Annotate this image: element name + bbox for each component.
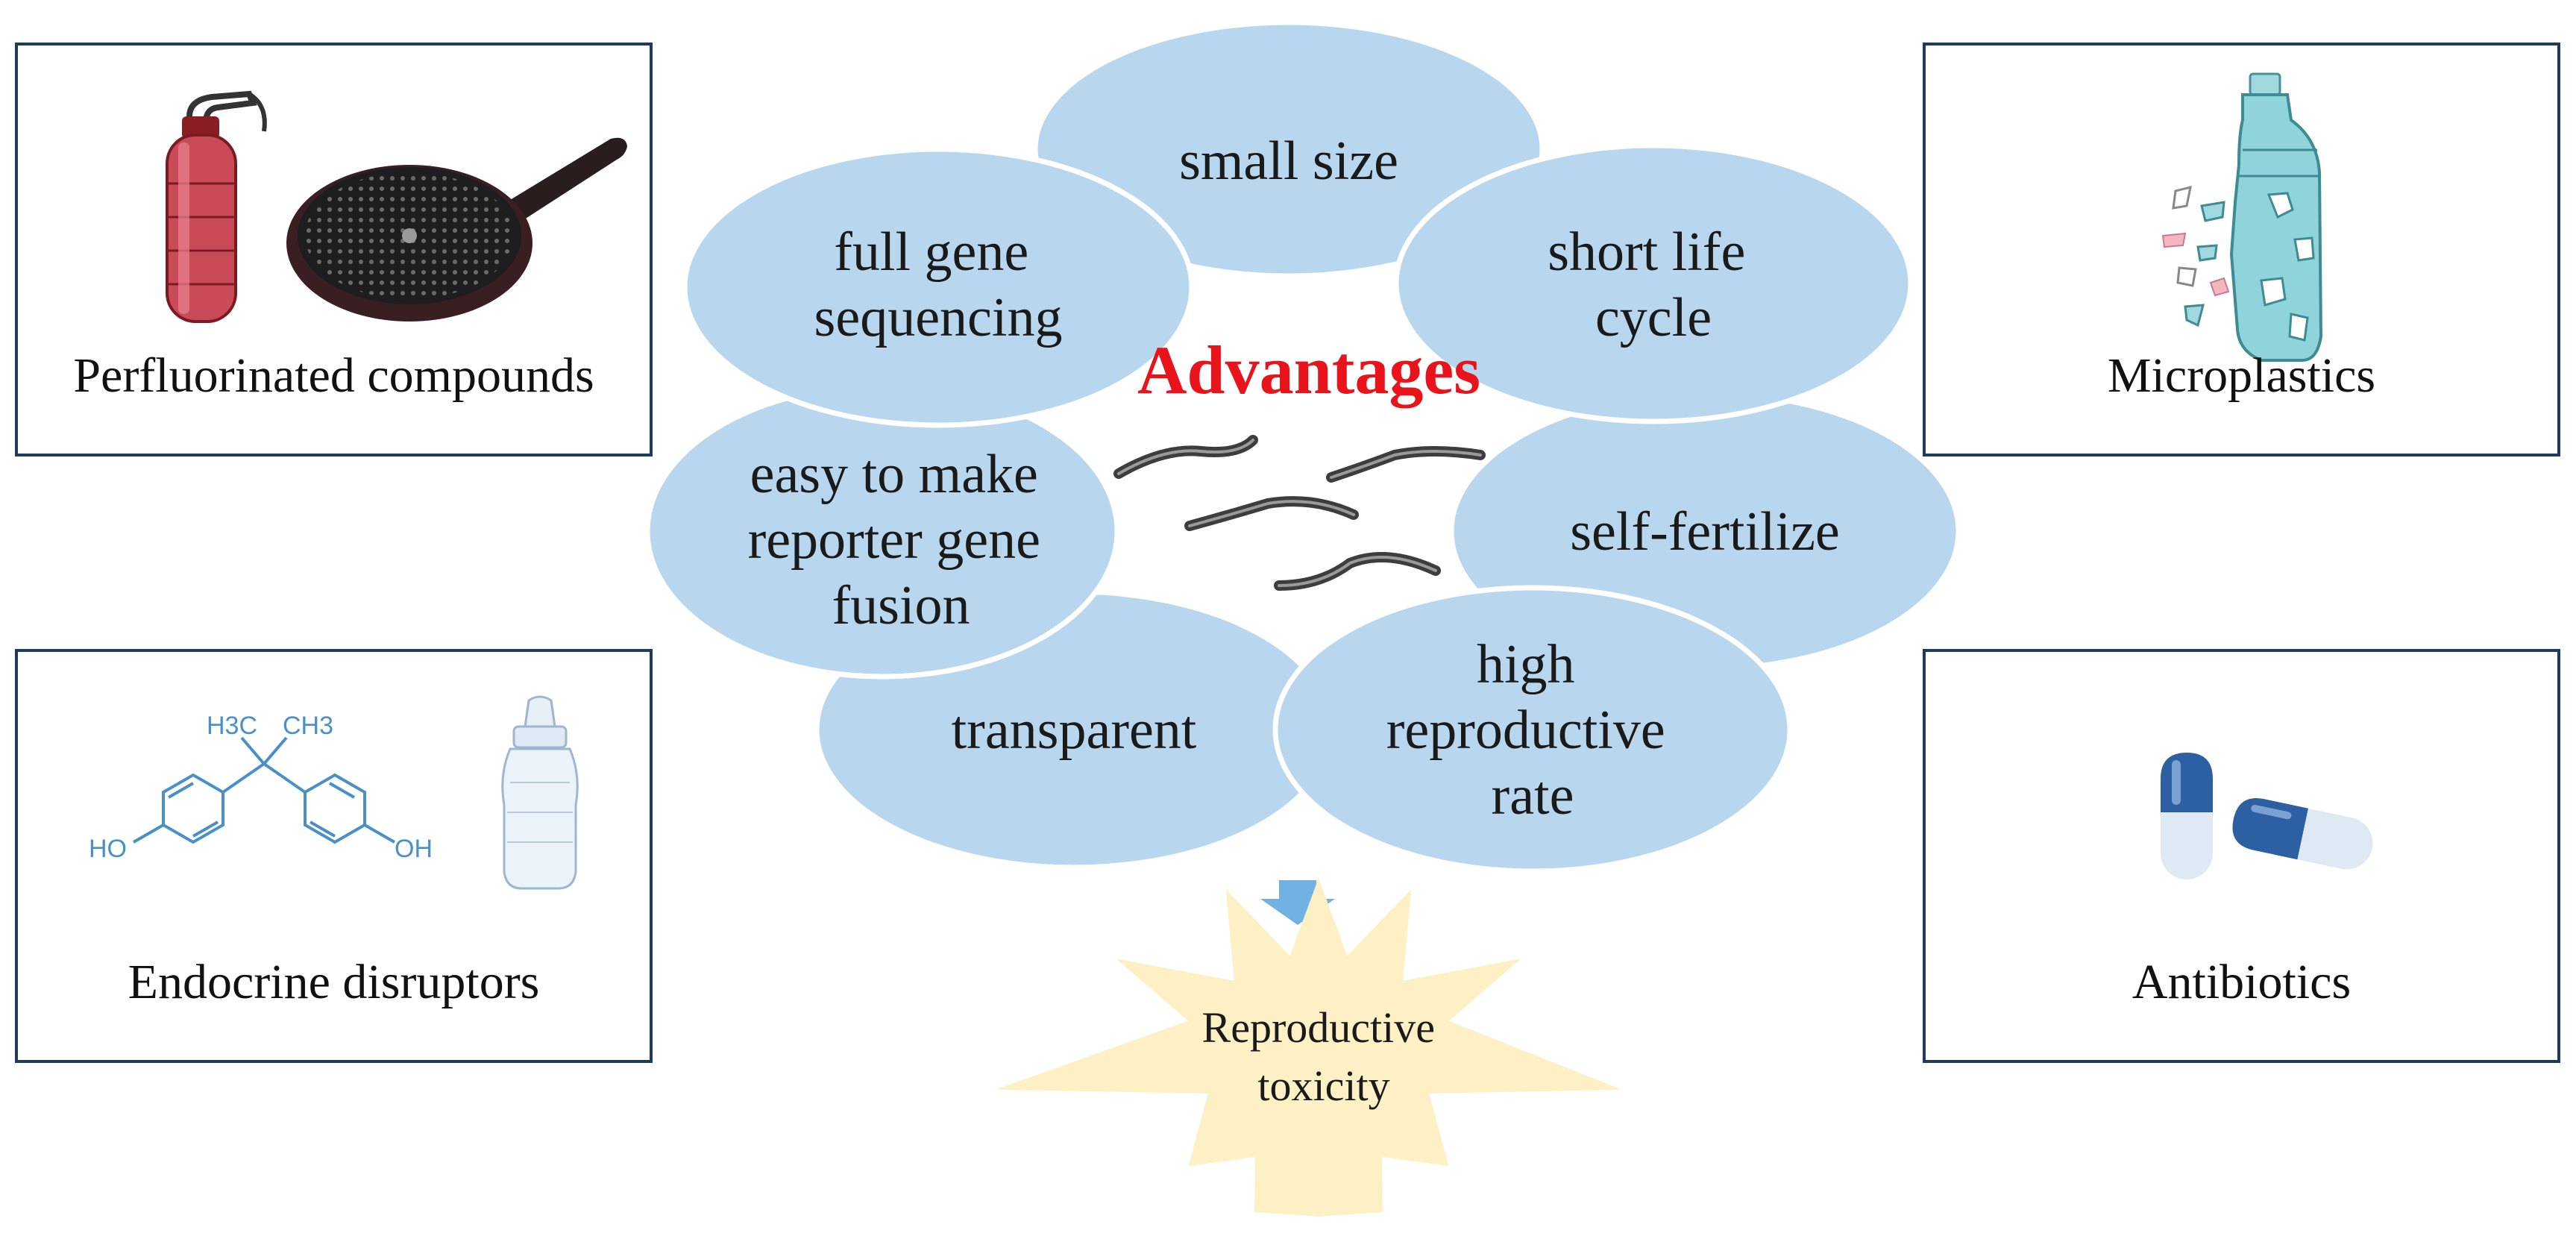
- svg-text:short life cycle: short life cycle: [1548, 222, 1759, 348]
- petal-small-size-line1: small size: [1179, 131, 1398, 192]
- frying-pan-icon: [286, 137, 627, 321]
- petal-short-life-cycle-line2: cycle: [1595, 287, 1712, 348]
- plastic-bottle-fragments-icon: [2161, 72, 2323, 362]
- petal-transparent-line1: transparent: [952, 700, 1197, 761]
- petal-easy-reporter-line1: easy to make: [750, 444, 1038, 505]
- worms-icon: [1113, 435, 1486, 591]
- microplastics-box: Microplastics: [1923, 43, 2560, 457]
- svg-text:small size: small size: [1179, 131, 1398, 192]
- antibiotics-label: Antibiotics: [2132, 955, 2352, 1009]
- microplastics-label: Microplastics: [2107, 348, 2376, 403]
- starburst-shape: [999, 878, 1619, 1217]
- bisphenol-a-structure-icon: H3C CH3 HO OH: [89, 712, 433, 863]
- petal-high-reproductive-rate-line3: rate: [1492, 765, 1574, 826]
- petal-short-life-cycle-line1: short life: [1548, 222, 1745, 283]
- svg-text:transparent: transparent: [952, 700, 1197, 761]
- reproductive-toxicity-line1: Reproductive: [1202, 1003, 1435, 1052]
- reproductive-toxicity-line2: toxicity: [1257, 1061, 1389, 1110]
- svg-text:self-fertilize: self-fertilize: [1570, 501, 1840, 562]
- perfluorinated-compounds-box: Perfluorinated compounds: [15, 43, 653, 457]
- antibiotics-box: Antibiotics: [1923, 649, 2560, 1063]
- advantages-title: Advantages: [1137, 332, 1480, 408]
- svg-text:high reproductive: high reproductive rate: [1386, 634, 1679, 826]
- petal-easy-reporter-line3: fusion: [832, 575, 970, 636]
- petal-high-reproductive-rate: high reproductive rate: [1272, 585, 1793, 874]
- petal-high-reproductive-rate-line2: reproductive: [1386, 700, 1665, 761]
- petal-self-fertilize-line1: self-fertilize: [1570, 501, 1840, 562]
- perfluorinated-compounds-label: Perfluorinated compounds: [73, 348, 594, 403]
- petal-easy-reporter: easy to make reporter gene fusion: [644, 383, 1120, 680]
- svg-text:full gene sequencing: full gene sequencing: [814, 222, 1063, 348]
- endocrine-disruptors-box: H3C CH3 HO OH Endocrine disruptors: [15, 649, 653, 1063]
- svg-text:easy to make reporter ge: easy to make reporter gene fusion: [748, 444, 1055, 636]
- petal-small-size: small size: [1032, 19, 1545, 279]
- hydroxyl-left-label: HO: [89, 835, 127, 863]
- petal-full-gene-sequencing-line1: full gene: [834, 222, 1028, 283]
- hydroxyl-right-label: OH: [395, 835, 433, 863]
- capsule-pills-icon: [2161, 753, 2373, 879]
- petal-full-gene-sequencing-line2: sequencing: [814, 287, 1063, 348]
- fire-extinguisher-icon: [166, 90, 267, 323]
- petal-easy-reporter-line2: reporter gene: [748, 509, 1040, 571]
- baby-bottle-icon: [501, 695, 579, 890]
- methyl2-label: CH3: [283, 712, 333, 740]
- reproductive-toxicity-label: Reproductive toxicity: [1202, 1003, 1446, 1110]
- petal-full-gene-sequencing: full gene sequencing: [682, 146, 1195, 428]
- methyl-label: H3C: [207, 712, 257, 740]
- petal-short-life-cycle: short life cycle: [1393, 142, 1914, 424]
- petal-high-reproductive-rate-line1: high: [1477, 634, 1575, 695]
- endocrine-disruptors-label: Endocrine disruptors: [128, 955, 540, 1009]
